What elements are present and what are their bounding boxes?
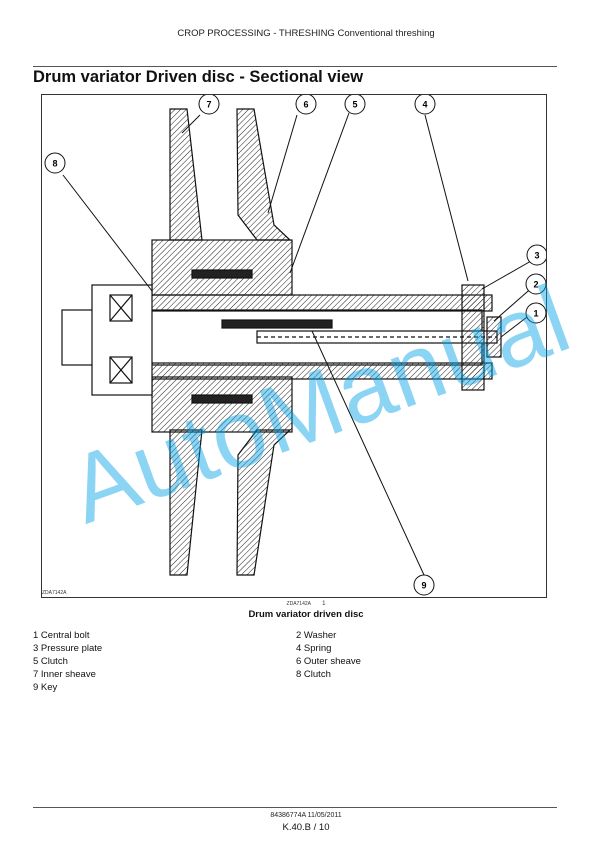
legend-column-right: 2 Washer 4 Spring 6 Outer sheave 8 Clutc…: [296, 629, 361, 681]
legend-item: 6 Outer sheave: [296, 656, 361, 667]
drum-variator-drawing: 7 6 5 4 3 2 1 8 9: [44, 95, 546, 596]
figure-reference: ZDA7142A 1: [0, 601, 612, 607]
figure-code: ZDA7142A: [42, 590, 67, 596]
outer-sheave-upper: [236, 108, 292, 241]
legend-item: 8 Clutch: [296, 669, 331, 680]
key: [221, 319, 333, 329]
legend-column-left: 1 Central bolt 3 Pressure plate 5 Clutch…: [33, 629, 102, 694]
svg-text:5: 5: [352, 100, 357, 110]
svg-text:2: 2: [533, 280, 538, 290]
callout-3: 3: [526, 244, 546, 266]
legend-item: 5 Clutch: [33, 656, 68, 667]
svg-text:7: 7: [206, 100, 211, 110]
inner-sheave-lower: [169, 429, 203, 576]
callout-9: 9: [413, 574, 435, 596]
legend-item: 9 Key: [33, 682, 58, 693]
footer-page-number: K.40.B / 10: [282, 822, 330, 833]
section-title: Drum variator Driven disc - Sectional vi…: [33, 68, 364, 86]
spring-upper: [191, 269, 253, 279]
callout-1: 1: [525, 302, 546, 324]
hub-lower: [151, 376, 293, 433]
running-header: CROP PROCESSING - THRESHING Conventional…: [177, 28, 435, 39]
svg-text:3: 3: [534, 251, 539, 261]
legend-item: 1 Central bolt: [33, 630, 90, 641]
figure-number: 1: [322, 601, 326, 607]
shaft-sleeve-upper: [131, 294, 493, 312]
callout-7: 7: [198, 95, 220, 115]
legend-item: 3 Pressure plate: [33, 643, 103, 654]
footer-rule: [33, 807, 557, 808]
callout-6: 6: [295, 95, 317, 115]
pressure-plate: [461, 284, 485, 391]
title-rule: [33, 66, 557, 67]
legend-item: 7 Inner sheave: [33, 669, 96, 680]
svg-text:4: 4: [422, 100, 427, 110]
callout-8: 8: [44, 152, 66, 174]
spring-lower: [191, 394, 253, 404]
callout-4: 4: [414, 95, 436, 115]
shaft-sleeve-lower: [131, 362, 493, 380]
figure-code-small: ZDA7142A: [286, 601, 311, 607]
callout-markers: 7 6 5 4 3 2 1 8 9: [44, 95, 546, 596]
legend-item: 2 Washer: [296, 630, 337, 641]
legend-item: 4 Spring: [296, 643, 332, 654]
callout-2: 2: [525, 273, 546, 295]
hub-upper: [151, 239, 293, 296]
svg-text:6: 6: [303, 100, 308, 110]
outer-sheave-lower: [236, 429, 292, 576]
svg-text:9: 9: [421, 581, 426, 591]
callout-5: 5: [344, 95, 366, 115]
svg-text:1: 1: [533, 309, 538, 319]
svg-text:8: 8: [52, 159, 57, 169]
figure-caption: Drum variator driven disc: [248, 609, 364, 620]
footer-document-id: 84386774A 11/05/2011: [270, 812, 342, 819]
sectional-view-figure: 7 6 5 4 3 2 1 8 9: [41, 94, 547, 598]
washer: [486, 316, 502, 358]
